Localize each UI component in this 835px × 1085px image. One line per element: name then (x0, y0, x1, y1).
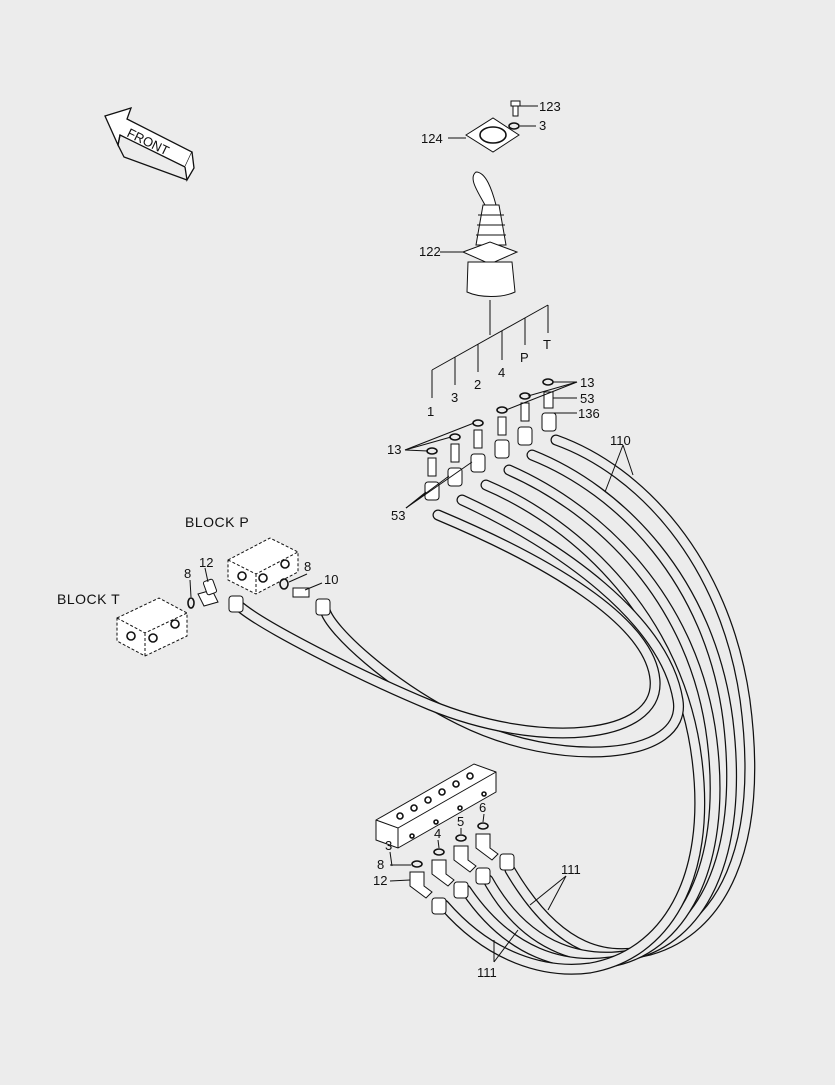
port-label-t: T (543, 337, 551, 352)
block-fittings (187, 567, 331, 616)
leader-110-a (604, 444, 624, 493)
front-arrow: FRONT (104, 106, 195, 182)
callout-8-valve: 8 (377, 857, 384, 872)
leader-110-b (622, 444, 634, 476)
valve-port-label-4: 4 (434, 826, 441, 841)
fitting-port-2 (470, 419, 486, 473)
valve-port-label-5: 5 (457, 814, 464, 829)
valve-fittings (389, 813, 515, 915)
plate-124 (448, 117, 520, 153)
port-label-2: 2 (474, 377, 481, 392)
block-p-label: BLOCK P (185, 514, 249, 530)
port-bracket (431, 300, 549, 398)
callout-8-block-p: 8 (304, 559, 311, 574)
fitting-port-t (541, 378, 557, 432)
fitting-port-3 (447, 433, 463, 487)
valve-port-label-6: 6 (479, 800, 486, 815)
callout-10: 10 (324, 572, 338, 587)
callout-13-left: 13 (387, 442, 401, 457)
leaders-right (505, 381, 578, 414)
port-fittings (424, 378, 557, 501)
callout-8-block-t: 8 (184, 566, 191, 581)
block-t (116, 597, 188, 657)
port-label-4: 4 (498, 365, 505, 380)
callout-123: 123 (539, 99, 561, 114)
block-t-label: BLOCK T (57, 591, 120, 607)
callout-12-valve: 12 (373, 873, 387, 888)
callout-3-top: 3 (539, 118, 546, 133)
callout-13-right: 13 (580, 375, 594, 390)
bolt-123 (510, 100, 538, 117)
fitting-port-4 (494, 406, 510, 459)
port-label-1: 1 (427, 404, 434, 419)
valve-port-label-3: 3 (385, 838, 392, 853)
port-label-p: P (520, 350, 529, 365)
control-valve-manifold (375, 763, 497, 849)
callout-124: 124 (421, 131, 443, 146)
leaders-111 (493, 875, 567, 963)
callout-111-right: 111 (561, 862, 581, 877)
port-label-3: 3 (451, 390, 458, 405)
joystick-122 (440, 171, 519, 297)
callout-53-right: 53 (580, 391, 594, 406)
block-p (227, 537, 299, 595)
callout-12-block: 12 (199, 555, 213, 570)
callout-136: 136 (578, 406, 600, 421)
callout-110: 110 (610, 433, 631, 448)
fitting-port-p (517, 392, 533, 446)
callout-122: 122 (419, 244, 441, 259)
leaders-left (404, 422, 475, 509)
hoses-110 (232, 434, 756, 975)
callout-53-left: 53 (391, 508, 405, 523)
washer-3 (508, 122, 536, 130)
callout-111-bottom: 111 (477, 965, 497, 980)
